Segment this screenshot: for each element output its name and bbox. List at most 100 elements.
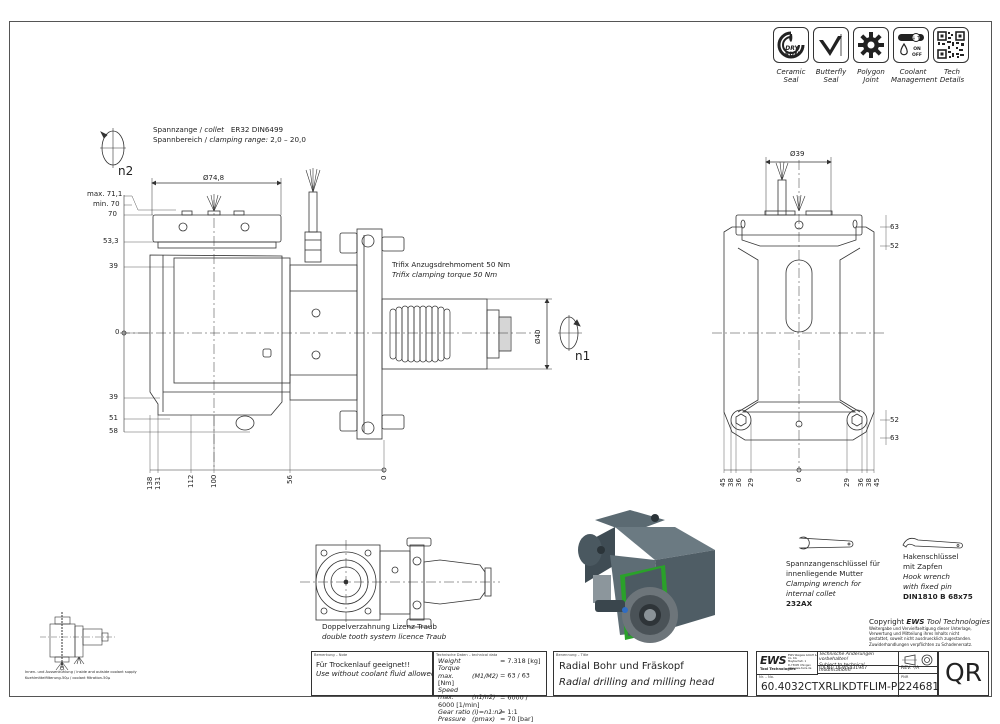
isometric-3d-render — [578, 510, 715, 643]
copyright-notice: Weitergabe und Vervielfaeltigung dieser … — [869, 626, 973, 647]
collet-wrench-description: Spannzangenschlüssel für innenliegende M… — [786, 559, 880, 609]
side-dim-29-right: 29 — [843, 478, 851, 487]
qr-label: QR — [945, 658, 983, 687]
ident-field: IDENT: DEWS031947 — [817, 666, 899, 674]
dim-min-70: min. 70 — [93, 200, 120, 208]
collet-wrench-part-number: 232AX — [786, 599, 813, 609]
change-note: Technische Änderungen vorbehalten!Subjec… — [817, 652, 899, 673]
side-view-drawing — [712, 157, 890, 473]
side-dim-52-top: 52 — [890, 242, 899, 250]
coolant-caption-line2: Kuehlmittelfilterung-50μ / coolant filtr… — [25, 676, 111, 680]
side-diameter-dimension: Ø39 — [790, 150, 805, 158]
dim-53-3: 53,3 — [103, 237, 119, 245]
side-dim-63-top: 63 — [890, 223, 899, 231]
dim-70: 70 — [108, 210, 117, 218]
ceramic-seal-label: Ceramic Seal — [776, 68, 806, 85]
side-dim-52-bottom: 52 — [890, 416, 899, 424]
dim-51: 51 — [109, 414, 118, 422]
collet-wrench-drawing — [798, 536, 854, 550]
ceramic-seal-dry-run-icon: DRY RUN — [773, 27, 809, 63]
projection-symbol-icon — [899, 652, 939, 667]
polygon-joint-label: Polygon Joint — [857, 68, 885, 85]
dim-39-top: 39 — [109, 262, 118, 270]
drawing-title-de: Radial Bohr und Fräskopf — [559, 661, 684, 672]
feature-icons-row: DRY RUN — [773, 27, 969, 63]
front-diameter-dimension: Ø74,8 — [203, 174, 225, 182]
hook-wrench-de-line1: Hakenschlüssel — [903, 552, 959, 561]
trifix-torque-en: Trifix clamping torque 50 Nm — [392, 270, 498, 279]
shaft-diameter-dimension: Ø40 — [534, 329, 542, 344]
identification-cell: EWS Tool Technologies EWS Weigele GmbH &… — [756, 651, 940, 697]
trifix-torque-de: Trifix Anzugsdrehmoment 50 Nm — [392, 260, 511, 269]
note-de: Für Trockenlauf geeignet!! — [316, 660, 411, 669]
technical-data-table: Weight= 7.318 [kg] Torque max.(M1/M2)= 6… — [438, 657, 546, 724]
part-number: 60.4032CTXRLIKDTFLIM-PL — [761, 681, 904, 693]
technical-data-cell: Technische Daten – technical data Weight… — [433, 651, 547, 723]
qr-code-icon[interactable] — [933, 27, 969, 63]
ews-logo: EWS — [760, 654, 787, 667]
side-dim-36-left: 36 — [735, 478, 743, 487]
rotation-symbol-n2 — [100, 128, 126, 168]
top-view-caption-de: Doppelverzahnung Lizenz Traub — [322, 622, 437, 631]
drawing-sheet-border — [9, 21, 992, 697]
collet-wrench-de-line1: Spannzangenschlüssel für — [786, 559, 880, 568]
polygon-joint-gear-icon — [853, 27, 889, 63]
coolant-schematic-drawing — [40, 612, 115, 671]
rotation-symbol-n1 — [558, 315, 582, 351]
dim-131: 131 — [154, 476, 162, 490]
rotation-label-n2: n2 — [118, 164, 134, 178]
dim-39-bottom: 39 — [109, 393, 118, 401]
dim-100: 100 — [210, 474, 218, 488]
note-en: Use without coolant fluid allowed! — [316, 669, 439, 678]
copyright-title: Copyright EWS Tool Technologies — [869, 617, 990, 626]
collet-wrench-en-line2: internal collet — [786, 589, 836, 599]
dim-max-71-1: max. 71,1 — [87, 190, 123, 198]
tech-row: Gear ratio(i)=n1:n2= 1:1 — [438, 708, 518, 717]
hook-wrench-part-number: DIN1810 B 68x75 — [903, 592, 973, 602]
dim-58: 58 — [109, 427, 118, 435]
tech-row: Speed max.(n1/n2)= 6000 / 6000 [1/min] — [438, 686, 528, 709]
tech-row: Torque max.(M1/M2)= 63 / 63 [Nm] — [438, 664, 530, 687]
tech-details-label: Tech Details — [939, 68, 965, 85]
qr-cell[interactable]: QR — [938, 651, 989, 696]
hook-wrench-description: Hakenschlüssel mit Zapfen Hook wrench wi… — [903, 552, 973, 602]
collet-spec-line1: Spannzange / collet ER32 DIN6499 — [153, 125, 284, 134]
side-dim-63-bottom: 63 — [890, 434, 899, 442]
dim-56: 56 — [286, 475, 294, 484]
svg-text:ON: ON — [913, 46, 921, 52]
note-cell: Bemerkung – Note Für Trockenlauf geeigne… — [311, 651, 438, 696]
dim-0-vertical: 0 — [115, 328, 120, 336]
top-view-caption-en: double tooth system licence Traub — [322, 632, 447, 641]
front-view-drawing — [120, 168, 552, 473]
tech-row: Weight= 7.318 [kg] — [438, 657, 541, 665]
side-dim-45-right: 45 — [873, 478, 881, 487]
revision-field: REV: -/A — [899, 666, 939, 674]
hook-wrench-en-line2: with fixed pin — [903, 582, 952, 592]
side-dim-0: 0 — [795, 477, 803, 482]
dim-112: 112 — [187, 474, 195, 488]
title-cell: Benennung – Title Radial Bohr und Fräsko… — [553, 651, 748, 696]
svg-text:DRY: DRY — [785, 45, 799, 52]
hook-wrench-en-line1: Hook wrench — [903, 572, 950, 582]
company-logo-cell: EWS Tool Technologies EWS Weigele GmbH &… — [757, 652, 818, 675]
collet-spec-line2: Spannbereich / clamping range: 2,0 – 20,… — [153, 135, 306, 144]
hook-wrench-drawing — [902, 537, 963, 549]
svg-text:RUN: RUN — [785, 51, 800, 58]
top-view-drawing — [300, 537, 500, 628]
drawing-title-en: Radial drilling and milling head — [559, 677, 715, 688]
collet-wrench-de-line2: innenliegende Mutter — [786, 569, 864, 579]
rotation-label-n1: n1 — [575, 349, 591, 363]
coolant-management-label: Coolant Management — [891, 68, 938, 85]
butterfly-seal-label: Butterfly Seal — [815, 68, 847, 85]
hook-wrench-de-line2: mit Zapfen — [903, 562, 943, 572]
svg-text:OFF: OFF — [912, 52, 922, 58]
side-dim-29-left: 29 — [747, 478, 755, 487]
coolant-management-icon: ↓↑ ON OFF — [893, 27, 929, 63]
dim-0-horizontal: 0 — [380, 475, 388, 480]
butterfly-seal-icon — [813, 27, 849, 63]
coolant-caption-line1: Innen- und Aussenkühlung / inside and ou… — [25, 670, 137, 674]
tech-row: Pressure(pmax)= 70 [bar] — [438, 715, 534, 724]
id-number: 224681 — [899, 681, 940, 693]
